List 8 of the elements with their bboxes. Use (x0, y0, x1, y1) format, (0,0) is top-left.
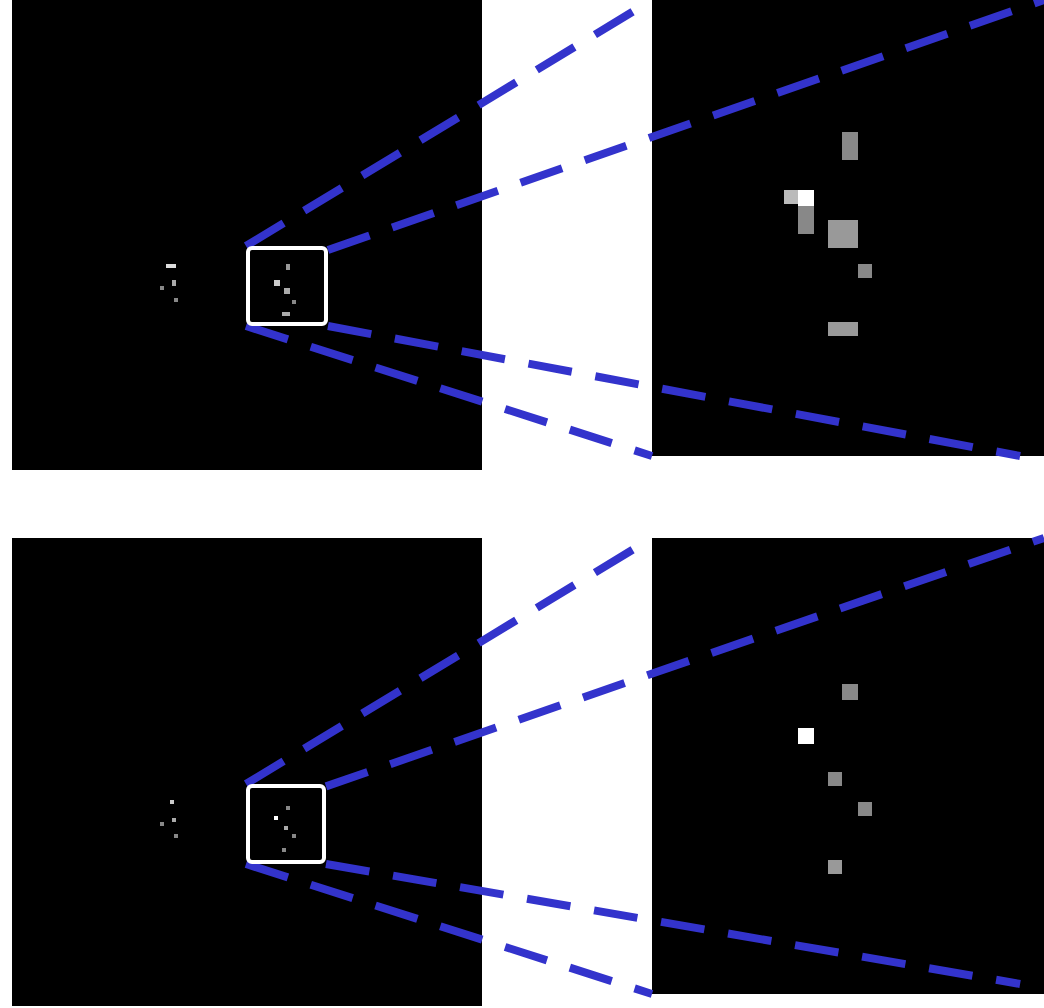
zoom-line (325, 860, 1021, 988)
zoom-line (326, 0, 1044, 254)
zoom-box (246, 246, 328, 326)
zoom-line (327, 322, 1021, 460)
zoom-line (244, 860, 654, 998)
zoom-line (244, 322, 654, 460)
zoom-box (246, 784, 326, 864)
zoom-line (324, 534, 1044, 791)
